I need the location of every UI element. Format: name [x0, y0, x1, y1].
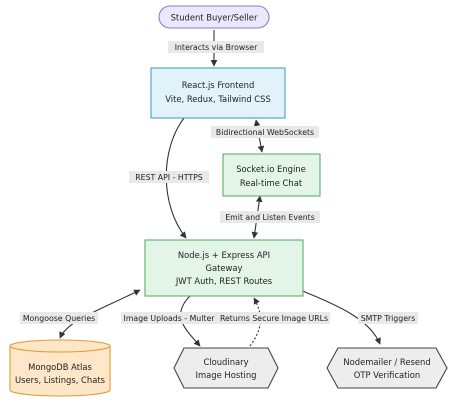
svg-text:Real-time Chat: Real-time Chat [240, 178, 303, 188]
svg-text:SMTP Triggers: SMTP Triggers [361, 314, 416, 323]
svg-text:REST API - HTTPS: REST API - HTTPS [135, 173, 203, 182]
svg-text:Mongoose Queries: Mongoose Queries [23, 314, 95, 323]
edge-label-mongoose: Mongoose Queries [20, 312, 98, 324]
edge-api-to-nodemailer-smtp [299, 289, 381, 345]
edge-label-uploads: Image Uploads - Multer [121, 312, 218, 324]
svg-text:Nodemailer / Resend: Nodemailer / Resend [343, 357, 430, 367]
svg-text:JWT Auth, REST Routes: JWT Auth, REST Routes [175, 276, 272, 286]
svg-text:Emit and Listen Events: Emit and Listen Events [225, 213, 315, 222]
svg-text:Image Hosting: Image Hosting [196, 370, 257, 380]
node-express-api-gateway: Node.js + Express API Gateway JWT Auth, … [144, 239, 304, 297]
edge-label-returns: Returns Secure Image URLs [218, 312, 330, 324]
svg-text:Student Buyer/Seller: Student Buyer/Seller [171, 13, 258, 23]
edge-label-rest: REST API - HTTPS [129, 171, 209, 183]
node-cloudinary: Cloudinary Image Hosting [173, 347, 279, 389]
svg-text:Bidirectional WebSockets: Bidirectional WebSockets [216, 128, 314, 137]
svg-text:Image Uploads - Multer: Image Uploads - Multer [124, 314, 216, 323]
edge-label-smtp: SMTP Triggers [358, 312, 418, 324]
svg-text:Node.js + Express API: Node.js + Express API [178, 250, 270, 260]
svg-text:Gateway: Gateway [206, 263, 243, 273]
svg-text:Vite, Redux, Tailwind CSS: Vite, Redux, Tailwind CSS [165, 94, 271, 104]
edge-label-interacts: Interacts via Browser [168, 41, 264, 53]
node-socketio-engine: Socket.io Engine Real-time Chat [222, 153, 321, 197]
edge-label-websockets: Bidirectional WebSockets [211, 126, 319, 138]
svg-text:Returns Secure Image URLs: Returns Secure Image URLs [220, 314, 328, 323]
svg-text:Cloudinary: Cloudinary [203, 357, 248, 367]
node-mongodb-atlas: MongoDB Atlas Users, Listings, Chats [9, 339, 111, 397]
node-nodemailer-resend: Nodemailer / Resend OTP Verification [326, 347, 448, 389]
svg-text:React.js Frontend: React.js Frontend [182, 80, 255, 90]
svg-text:Socket.io Engine: Socket.io Engine [236, 164, 306, 174]
node-react-frontend: React.js Frontend Vite, Redux, Tailwind … [150, 67, 286, 119]
svg-text:Interacts via Browser: Interacts via Browser [175, 43, 258, 52]
edge-label-emit: Emit and Listen Events [220, 211, 320, 223]
svg-text:MongoDB Atlas: MongoDB Atlas [28, 362, 92, 372]
svg-text:OTP Verification: OTP Verification [354, 370, 420, 380]
node-student-buyer-seller: Student Buyer/Seller [158, 5, 270, 29]
svg-text:Users, Listings, Chats: Users, Listings, Chats [15, 375, 105, 385]
